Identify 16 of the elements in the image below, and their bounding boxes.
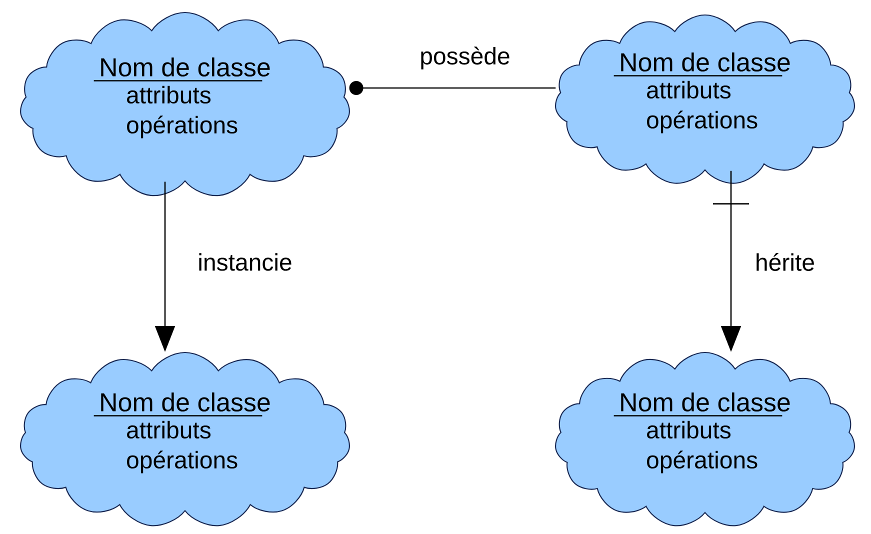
connector [349,81,556,95]
class-members: attributs opérations [647,80,758,134]
edge-label: instancie [199,253,292,271]
class-cloud [20,12,350,196]
edge-label: possède [421,46,510,70]
class-name: Nom de classe [621,392,790,412]
class-members: attributs opérations [127,86,238,138]
class-name: Nom de classe [101,57,270,77]
class-cloud [20,352,350,526]
class-members: attributs opérations [127,420,238,474]
class-cloud [555,352,855,526]
class-cloud [554,14,856,184]
class-members: attributs opérations [647,420,758,474]
edge-label: hérite [756,253,814,271]
class-name: Nom de classe [621,52,790,72]
class-name: Nom de classe [101,392,270,412]
